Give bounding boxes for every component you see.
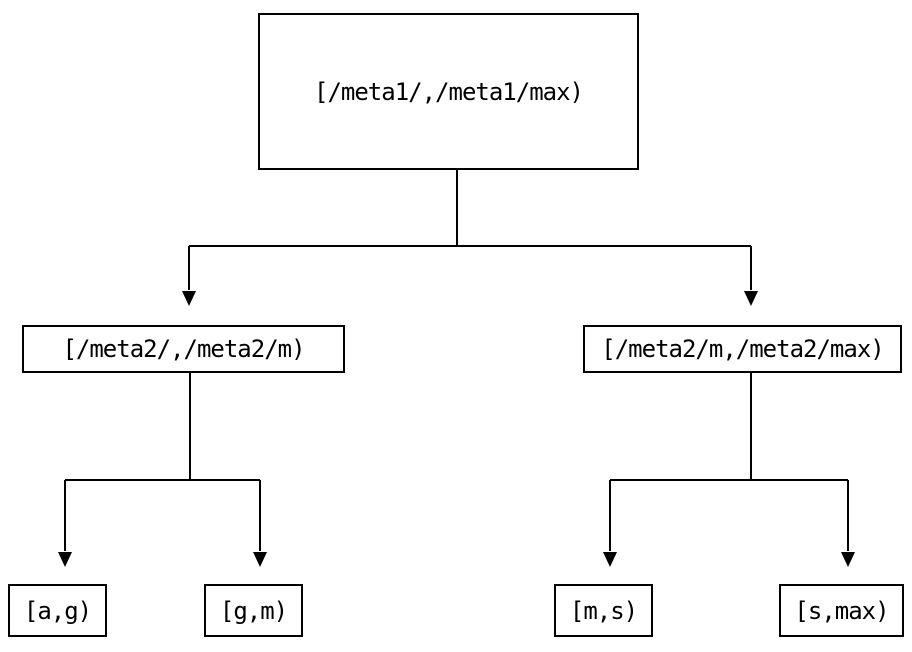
node-leaf-s-max: [s,max) <box>779 584 904 637</box>
arrow-down-icon <box>603 552 617 567</box>
node-leaf-g-m: [g,m) <box>204 584 303 637</box>
arrow-down-icon <box>841 552 855 567</box>
node-meta2-left-interval: [/meta2/,/meta2/m) <box>22 325 345 373</box>
arrow-down-icon <box>744 291 758 306</box>
node-leaf-a-g: [a,g) <box>8 584 107 637</box>
arrow-down-icon <box>253 552 267 567</box>
connector-root-to-level2 <box>188 170 752 290</box>
connector-meta2-right-to-leaves <box>609 373 849 551</box>
node-root-interval: [/meta1/,/meta1/max) <box>258 13 639 170</box>
arrow-down-icon <box>182 291 196 306</box>
arrow-down-icon <box>58 552 72 567</box>
node-leaf-m-s: [m,s) <box>554 584 653 637</box>
node-meta2-right-interval: [/meta2/m,/meta2/max) <box>583 325 902 373</box>
connector-meta2-left-to-leaves <box>64 373 261 551</box>
